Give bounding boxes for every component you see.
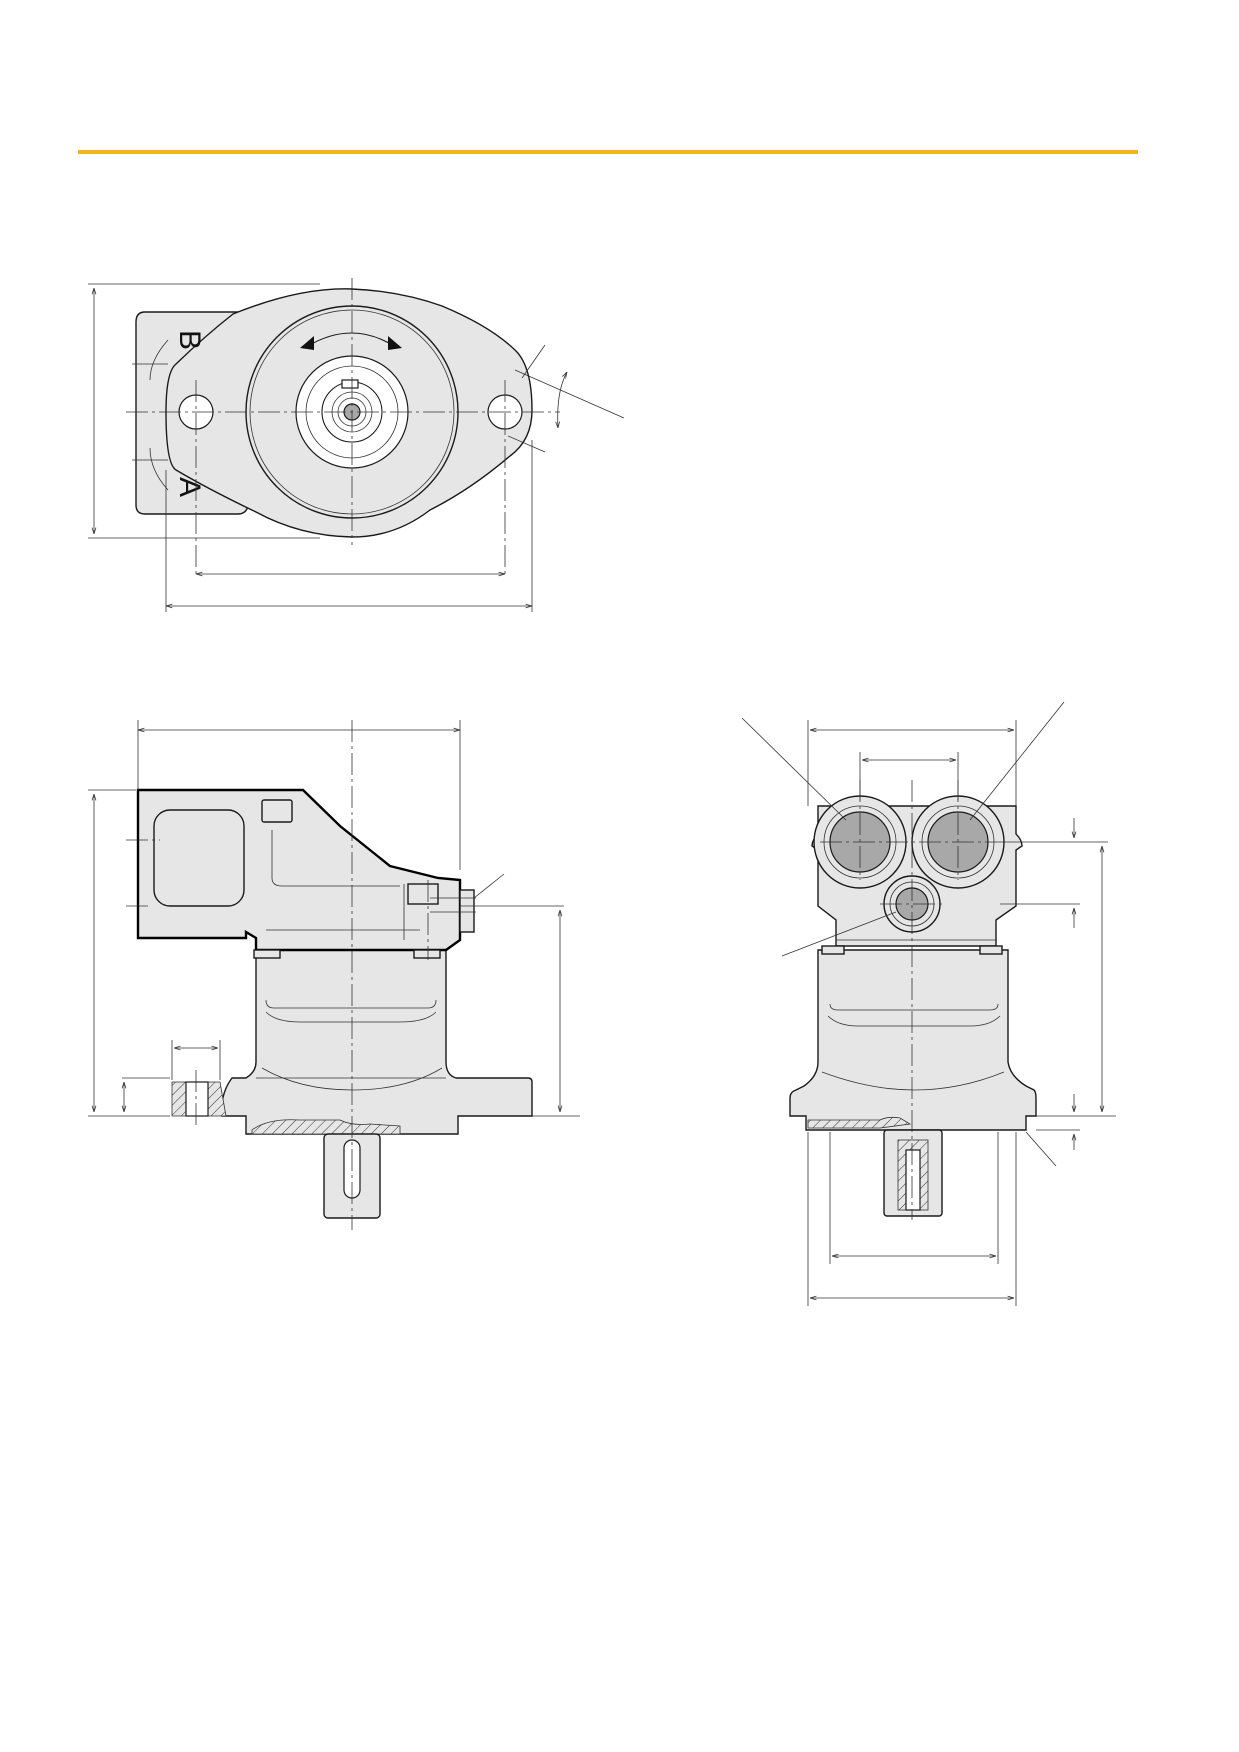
end-view [741, 701, 1116, 1306]
motor-housing [221, 949, 533, 1135]
side-view [88, 720, 580, 1230]
port-a-label: A [173, 477, 206, 497]
end-housing [789, 949, 1037, 1131]
rotation-arrow [307, 332, 395, 347]
front-view: B A [88, 278, 625, 612]
plug [407, 883, 439, 905]
inlet-port-face [153, 809, 245, 907]
port-b-label: B [173, 330, 206, 350]
accent-rule [78, 150, 1138, 154]
